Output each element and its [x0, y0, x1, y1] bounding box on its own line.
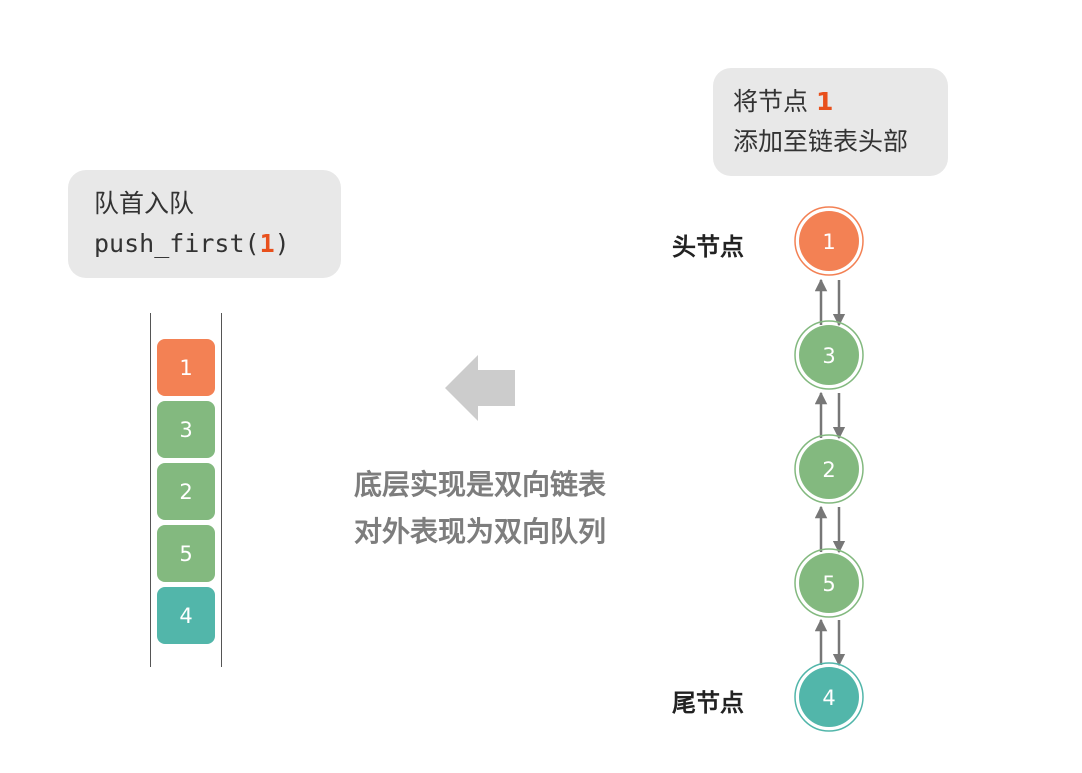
link-1-3 [814, 278, 846, 327]
node-value: 4 [822, 686, 835, 710]
list-node: 2 [794, 434, 864, 504]
tail-node-label: 尾节点 [672, 689, 744, 717]
bubble-node-value: 1 [815, 87, 834, 116]
explanation-line-1: 底层实现是双向链表 [353, 468, 606, 501]
code-prefix: push_first( [94, 229, 260, 258]
deque-cell: 3 [157, 401, 215, 458]
list-node: 1 [794, 206, 864, 276]
linked-list-bubble: 将节点 1 添加至链表头部 [713, 68, 948, 176]
link-5-4 [814, 618, 846, 667]
code-argument: 1 [259, 229, 275, 258]
deque-cell: 1 [157, 339, 215, 396]
explanation-line-2: 对外表现为双向队列 [353, 515, 606, 548]
node-value: 2 [822, 458, 835, 482]
list-node: 5 [794, 548, 864, 618]
link-3-2 [814, 391, 846, 440]
list-node: 4 [794, 662, 864, 732]
transform-arrow-icon [445, 355, 515, 421]
head-node-label: 头节点 [672, 233, 744, 261]
list-node: 3 [794, 320, 864, 390]
deque-left-rail [150, 313, 151, 667]
node-value: 3 [822, 344, 835, 368]
bubble-line-1: 将节点 1 [733, 82, 948, 122]
deque-cell: 4 [157, 587, 215, 644]
bubble-line-2: 添加至链表头部 [733, 127, 909, 156]
node-value: 5 [822, 572, 835, 596]
bubble-line-1-prefix: 将节点 [733, 87, 816, 116]
link-2-5 [814, 505, 846, 554]
node-value: 1 [822, 230, 835, 254]
operation-title: 队首入队 [94, 189, 195, 218]
deque-cell: 5 [157, 525, 215, 582]
deque-right-rail [221, 313, 222, 667]
operation-bubble: 队首入队 push_first(1) [68, 170, 341, 278]
deque-cell: 2 [157, 463, 215, 520]
code-suffix: ) [274, 229, 290, 258]
operation-code: push_first(1) [94, 224, 341, 264]
